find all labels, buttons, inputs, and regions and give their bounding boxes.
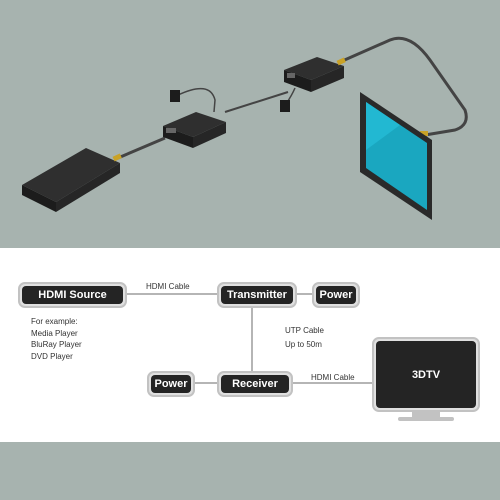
utp-distance-label: Up to 50m xyxy=(285,340,322,349)
hdmi-cable-top-label: HDMI Cable xyxy=(146,282,190,291)
connection-diagram: HDMI Source Transmitter Power Power Rece… xyxy=(0,248,500,442)
power-rx-label: Power xyxy=(151,375,191,393)
tv-screen: 3DTV xyxy=(376,341,476,408)
power-adapter-rx xyxy=(170,90,180,102)
power-rx-box: Power xyxy=(147,371,195,397)
receiver-device xyxy=(163,112,226,148)
transmitter-label: Transmitter xyxy=(221,286,293,304)
tv-label: 3DTV xyxy=(411,368,441,381)
tv-device xyxy=(360,92,432,220)
transmitter-device xyxy=(284,57,344,92)
example-item: DVD Player xyxy=(31,351,73,361)
utp-cable-label: UTP Cable xyxy=(285,326,324,335)
power-tx-box: Power xyxy=(312,282,360,308)
source-device xyxy=(22,148,120,212)
tv-stand xyxy=(412,412,440,418)
line-transmitter-receiver xyxy=(251,307,253,373)
tv-base xyxy=(398,417,454,421)
power-adapter-tx xyxy=(280,100,290,112)
hdmi-source-box: HDMI Source xyxy=(18,282,127,308)
receiver-label: Receiver xyxy=(221,375,289,393)
hdmi-cable-source xyxy=(117,136,166,160)
line-source-transmitter xyxy=(127,293,217,295)
hdmi-cable-tv xyxy=(339,36,468,137)
line-receiver-power xyxy=(195,382,217,384)
hdmi-source-label: HDMI Source xyxy=(22,286,123,304)
power-tx-label: Power xyxy=(316,286,356,304)
hdmi-cable-bottom-label: HDMI Cable xyxy=(311,373,355,382)
tv-monitor: 3DTV xyxy=(372,337,480,412)
line-receiver-tv xyxy=(293,382,373,384)
line-transmitter-power xyxy=(297,293,312,295)
examples-heading: For example: xyxy=(31,317,78,326)
examples-list: For example: Media Player BluRay Player … xyxy=(31,316,82,362)
setup-illustration xyxy=(22,36,468,220)
bottom-band xyxy=(0,442,500,500)
example-item: Media Player xyxy=(31,328,78,338)
product-illustration xyxy=(0,0,500,248)
receiver-box: Receiver xyxy=(217,371,293,397)
transmitter-box: Transmitter xyxy=(217,282,297,308)
power-cable-rx xyxy=(177,87,216,113)
utp-cable xyxy=(224,91,289,113)
example-item: BluRay Player xyxy=(31,340,82,349)
